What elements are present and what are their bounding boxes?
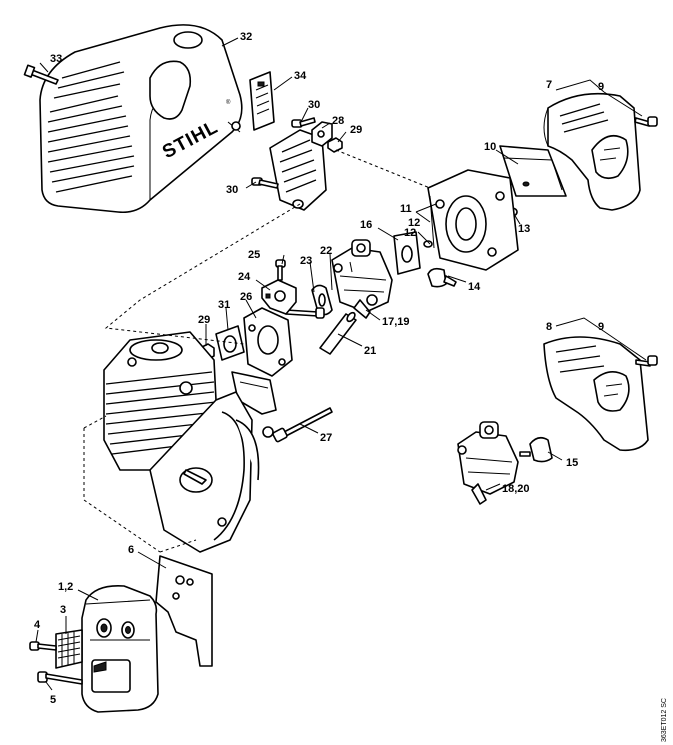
choke-knob-15 <box>519 436 553 463</box>
label-17-19: 17,19 <box>382 316 410 328</box>
label-28: 28 <box>332 115 344 127</box>
label-26: 26 <box>240 291 252 303</box>
gasket-31 <box>215 325 245 361</box>
label-30-left: 30 <box>226 184 238 196</box>
label-11: 11 <box>400 203 412 215</box>
gasket-16 <box>393 231 421 275</box>
screw-4 <box>29 641 57 651</box>
assembly-dashline-lower <box>83 415 197 553</box>
label-27: 27 <box>320 432 332 444</box>
label-3: 3 <box>60 604 66 616</box>
label-34: 34 <box>294 70 307 82</box>
label-29-lower: 29 <box>198 314 210 326</box>
screw-25 <box>275 259 286 281</box>
label-6: 6 <box>128 544 134 556</box>
label-33: 33 <box>50 53 62 65</box>
label-25: 25 <box>248 249 260 261</box>
assembly-dashline-upper <box>104 203 301 345</box>
label-5: 5 <box>50 694 56 706</box>
label-plate-34 <box>249 71 275 131</box>
label-1-2: 1,2 <box>58 581 73 593</box>
carburetor-17-19 <box>331 239 393 319</box>
air-filter-cover-7 <box>543 92 641 211</box>
engine-shroud: STIHL ® <box>39 24 243 214</box>
label-12-a: 12 <box>408 217 420 229</box>
muffler-1-2 <box>81 584 159 713</box>
screw-5 <box>37 671 83 685</box>
figure-code: 363ET012 SC <box>661 698 668 742</box>
muffler-gasket-6 <box>155 555 213 667</box>
screw-9-top <box>634 116 658 127</box>
intake-manifold-26 <box>243 307 293 377</box>
screw-30-left <box>251 177 279 189</box>
bracket-24 <box>261 279 297 315</box>
label-14: 14 <box>468 281 481 293</box>
label-4: 4 <box>34 619 41 631</box>
assembly-dashline-airbox <box>335 149 431 189</box>
label-29-top: 29 <box>350 124 362 136</box>
label-30-top: 30 <box>308 99 320 111</box>
brand-registered-mark: ® <box>226 99 231 106</box>
air-filter-cover-8 <box>543 336 649 452</box>
label-13: 13 <box>518 223 530 235</box>
label-9-lower: 9 <box>598 321 604 333</box>
label-9-top: 9 <box>598 81 604 93</box>
label-21: 21 <box>364 345 376 357</box>
label-8: 8 <box>546 321 552 333</box>
intake-elbow <box>269 129 327 211</box>
label-23: 23 <box>300 255 312 267</box>
screw-23 <box>285 307 325 319</box>
carburetor-18-20 <box>457 421 519 505</box>
hose-21 <box>319 311 357 355</box>
screw-30-top <box>291 117 316 128</box>
screw-33 <box>23 64 59 85</box>
label-22: 22 <box>320 245 332 257</box>
label-10: 10 <box>484 141 496 153</box>
spark-screen-3 <box>55 629 83 669</box>
label-18-20: 18,20 <box>502 483 530 495</box>
bracket-28 <box>311 121 333 147</box>
filter-housing-11 <box>427 169 519 271</box>
bolt-27 <box>272 407 333 443</box>
choke-knob-14 <box>427 267 457 288</box>
crankcase <box>149 391 274 553</box>
screw-9-lower <box>635 355 658 367</box>
leader-lines <box>35 37 647 691</box>
label-16: 16 <box>360 219 372 231</box>
label-32: 32 <box>240 31 252 43</box>
callout-labels: 33 32 34 30 28 29 30 7 9 10 11 12 12 13 … <box>34 31 604 706</box>
label-15: 15 <box>566 457 578 469</box>
nut-12 <box>423 240 433 248</box>
label-7: 7 <box>546 79 552 91</box>
label-24: 24 <box>238 271 251 283</box>
label-12-b: 12 <box>404 227 416 239</box>
label-31: 31 <box>218 299 230 311</box>
